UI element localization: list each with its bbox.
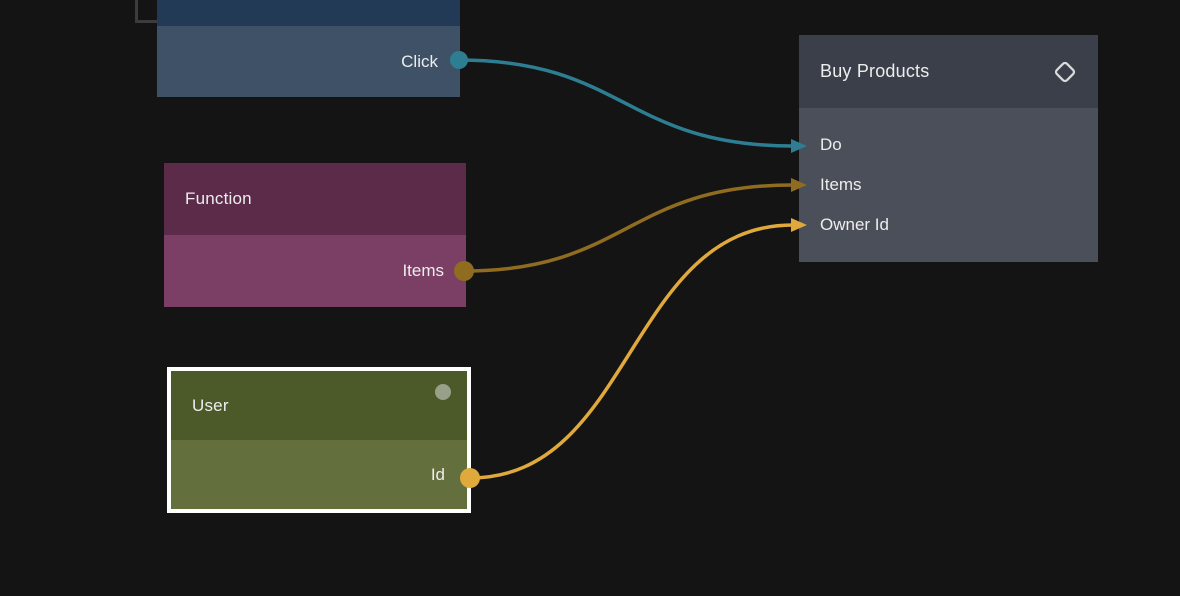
input-port-items[interactable]: Items xyxy=(799,165,1098,205)
node-user-header: User xyxy=(171,371,467,440)
node-buy-products[interactable]: Buy Products Do Items Owner Id xyxy=(799,35,1098,262)
input-port-do-label: Do xyxy=(820,135,842,154)
output-port-id[interactable]: Id xyxy=(171,440,467,509)
node-user[interactable]: User Id xyxy=(167,367,471,513)
node-function-header: Function xyxy=(164,163,466,235)
output-port-items-label: Items xyxy=(402,261,444,280)
input-port-do[interactable]: Do xyxy=(799,125,1098,165)
frame-corner-bracket xyxy=(135,0,160,23)
input-port-owner-id[interactable]: Owner Id xyxy=(799,205,1098,245)
output-port-id-label: Id xyxy=(430,464,445,484)
diamond-icon[interactable] xyxy=(1053,60,1077,84)
node-buy-products-title: Buy Products xyxy=(820,61,930,81)
connection-id-to-owner-id[interactable] xyxy=(468,223,795,480)
output-port-click[interactable]: Click xyxy=(157,26,460,97)
node-user-title: User xyxy=(192,395,229,415)
input-port-owner-id-label: Owner Id xyxy=(820,215,889,234)
connection-click-to-do[interactable] xyxy=(457,58,795,148)
node-function-title: Function xyxy=(185,189,252,208)
node-buy-products-header: Buy Products xyxy=(799,35,1098,108)
node-event-header xyxy=(157,0,460,26)
output-port-items[interactable]: Items xyxy=(164,235,466,307)
node-function[interactable]: Function Items xyxy=(164,163,466,307)
node-event[interactable]: Click xyxy=(157,0,460,97)
node-status-dot xyxy=(435,384,451,400)
output-port-click-label: Click xyxy=(401,51,438,71)
input-port-items-label: Items xyxy=(820,175,862,194)
connection-items-to-items[interactable] xyxy=(462,183,795,273)
